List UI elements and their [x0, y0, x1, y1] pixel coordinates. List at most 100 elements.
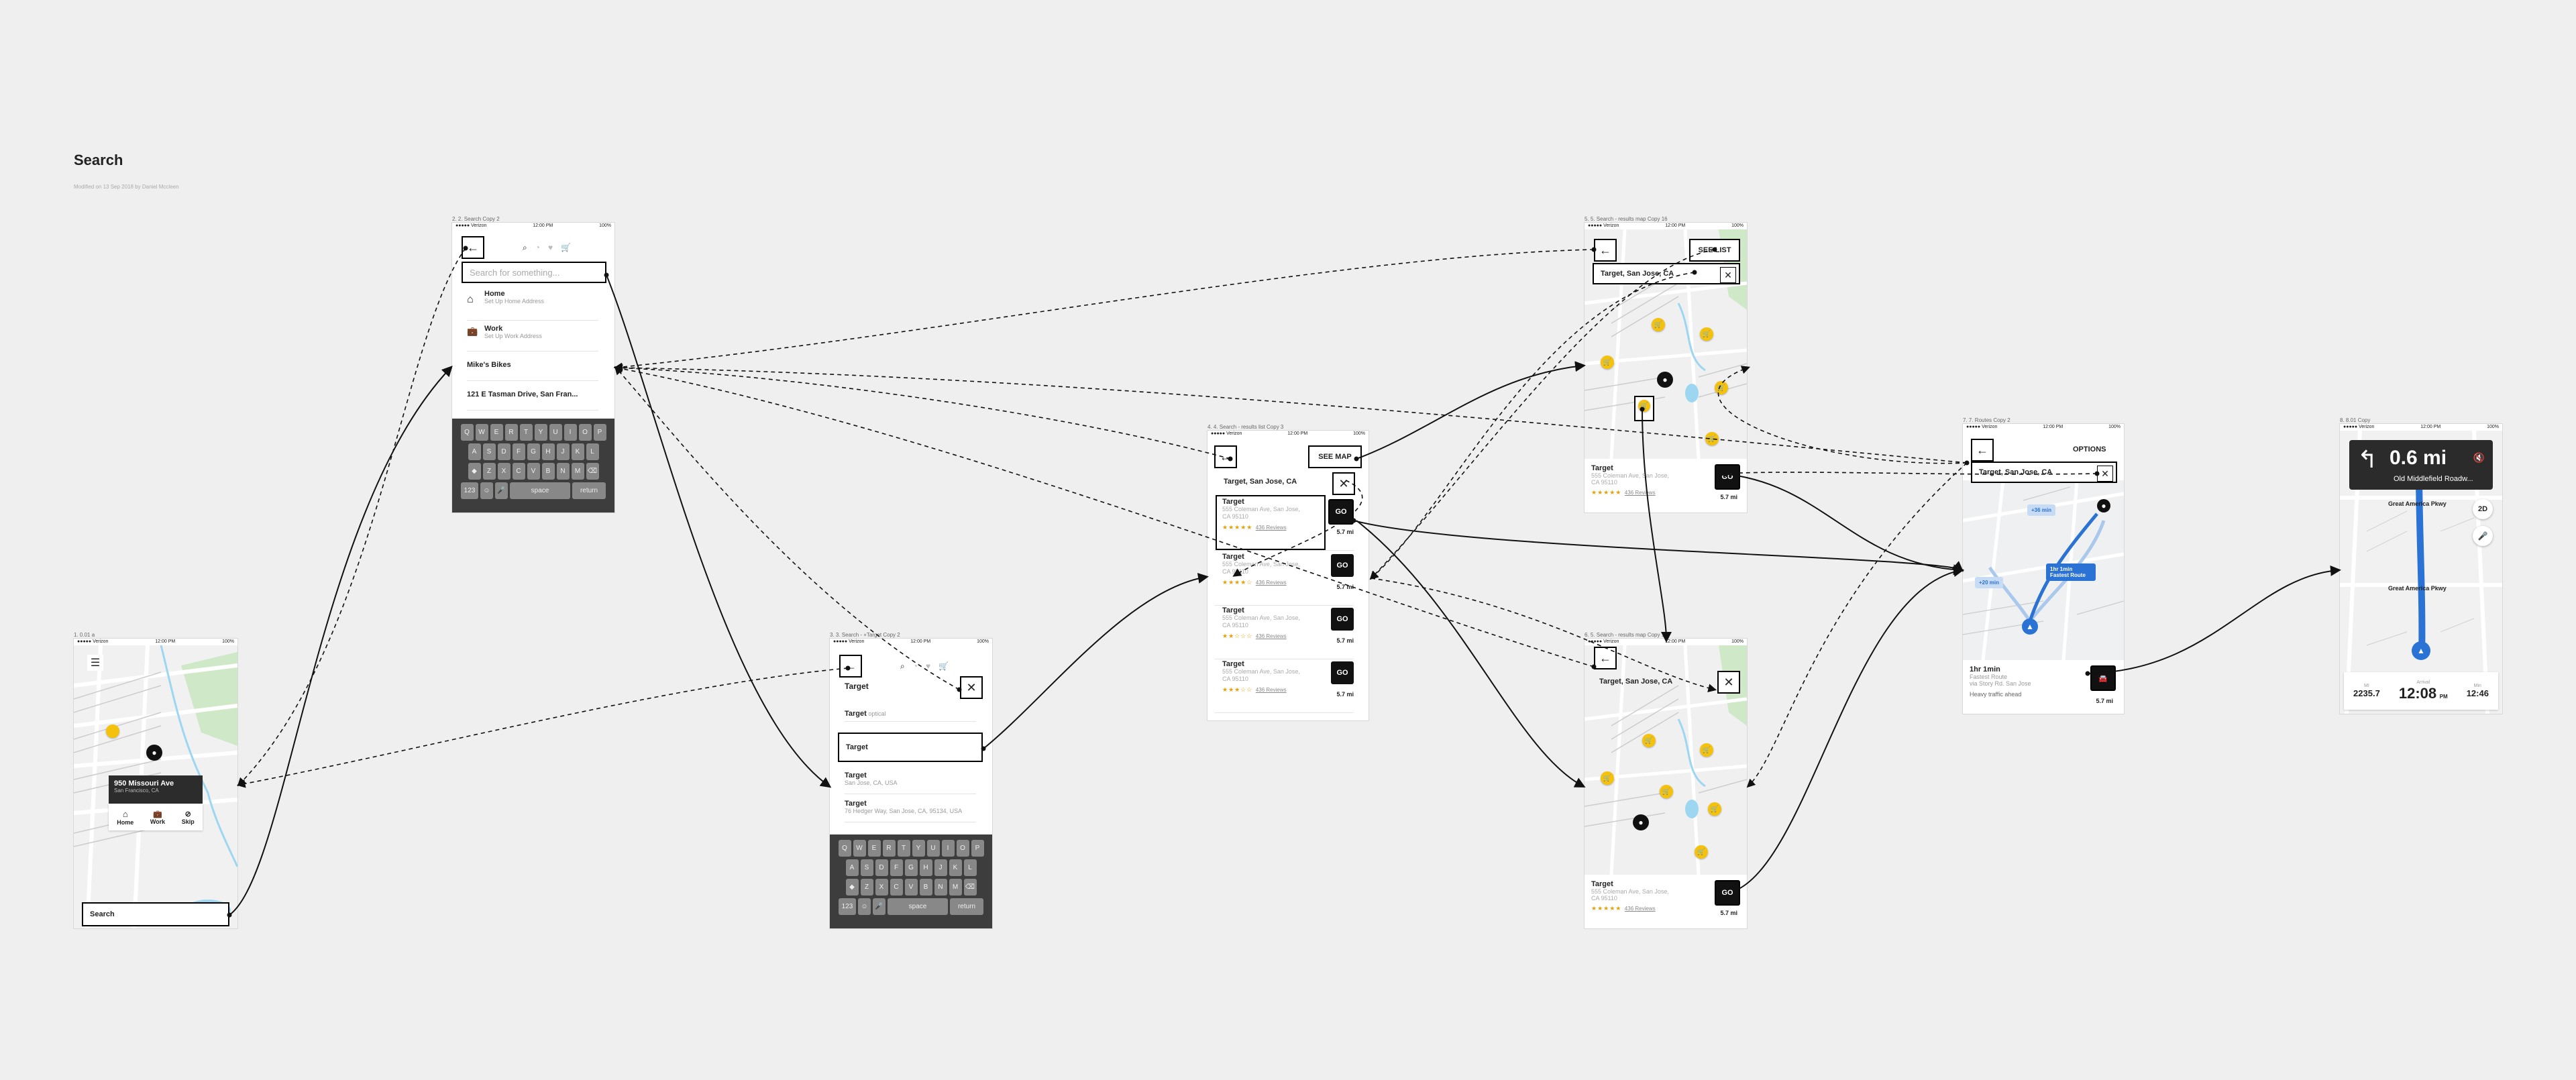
go-button[interactable]: GO	[1331, 554, 1354, 577]
location-pin[interactable]	[106, 724, 119, 738]
rating-stars: ★★★★★	[1591, 905, 1622, 912]
destination-pin: ●	[2097, 499, 2110, 512]
go-button[interactable]: GO	[1328, 499, 1354, 525]
frame-label: 1. 0.01 a	[74, 632, 95, 638]
road-label: Great America Pkwy	[2388, 500, 2447, 507]
mute-icon[interactable]: 🔇	[2473, 452, 2485, 463]
skip-action[interactable]: ⊘Skip	[181, 810, 195, 825]
search-input[interactable]: Target	[845, 682, 869, 691]
turn-banner: ↰ 0.6 mi Old Middlefield Roadw... 🔇	[2349, 440, 2493, 490]
recent-icon[interactable]: ◔	[535, 243, 540, 252]
rating-stars: ★★★☆☆	[1222, 686, 1253, 693]
search-query[interactable]: Target, San Jose, CA	[1599, 678, 1673, 686]
suggestion-item[interactable]: Target optical	[845, 702, 976, 722]
list-item-recent[interactable]: 121 E Tasman Drive, San Fran...	[467, 381, 598, 411]
car-icon[interactable]: 🚘	[2090, 665, 2116, 691]
back-button[interactable]: ←	[1971, 439, 1994, 462]
heart-icon[interactable]: ♥	[925, 661, 931, 671]
store-pin[interactable]: 🛒	[1601, 771, 1614, 785]
mic-icon[interactable]: 🎤	[2473, 526, 2493, 546]
options-button[interactable]: OPTIONS	[2073, 445, 2106, 453]
route-bubble[interactable]: +36 min	[2027, 504, 2056, 516]
briefcase-icon: 💼	[467, 326, 478, 336]
store-pin[interactable]: 🛒	[1715, 381, 1728, 394]
route-bubble[interactable]: +20 min	[1975, 577, 2004, 588]
search-query[interactable]: Target, San Jose, CA	[1224, 478, 1297, 486]
toolbar-icons: ⌕ ◔ ♥ 🛒	[900, 661, 949, 671]
page-subtitle: Modified on 13 Sep 2018 by Daniel Mcclee…	[74, 184, 179, 190]
cart-icon[interactable]: 🛒	[938, 661, 949, 671]
store-pin[interactable]: 🛒	[1700, 327, 1713, 341]
frame-label: 7. 7. Routes Copy 2	[1963, 417, 2010, 423]
go-button[interactable]: GO	[1715, 464, 1740, 490]
see-list-button[interactable]: SEE LIST	[1689, 239, 1740, 262]
clear-icon[interactable]: ✕	[1720, 267, 1736, 283]
clear-icon[interactable]: ✕	[2097, 466, 2113, 482]
store-pin[interactable]: 🛒	[1660, 785, 1673, 798]
store-pin[interactable]: 🛒	[1705, 432, 1719, 445]
back-button[interactable]: ←	[839, 655, 862, 678]
destination-field[interactable]: Target, San Jose, CA✕	[1971, 462, 2117, 483]
go-button[interactable]: GO	[1715, 880, 1740, 906]
search-icon[interactable]: ⌕	[900, 661, 905, 671]
home-action[interactable]: ⌂Home	[117, 808, 134, 826]
suggestion-item-selected[interactable]: Target	[838, 733, 983, 762]
clear-button[interactable]: ✕	[1717, 671, 1740, 694]
recent-icon[interactable]: ◔	[912, 661, 918, 671]
search-query[interactable]: Target, San Jose, CA✕	[1593, 263, 1740, 284]
store-pin[interactable]: 🛒	[1708, 802, 1721, 816]
current-location-icon: ▲	[2022, 618, 2038, 635]
store-pin[interactable]: 🛒	[1642, 734, 1656, 747]
go-button[interactable]: GO	[1331, 608, 1354, 631]
back-button[interactable]: ←	[462, 236, 484, 259]
work-action[interactable]: 💼Work	[150, 810, 166, 825]
store-pin[interactable]: 🛒	[1695, 845, 1708, 859]
back-button[interactable]: ←	[1594, 647, 1617, 669]
rating-stars: ★★★★★	[1222, 524, 1253, 531]
store-pin[interactable]: 🛒	[1700, 743, 1713, 757]
user-location-icon: ●	[1633, 814, 1649, 830]
search-icon[interactable]: ⌕	[523, 243, 527, 252]
search-input[interactable]: Search for something...	[462, 262, 606, 283]
briefcase-icon: 💼	[153, 810, 162, 818]
see-map-button[interactable]: SEE MAP	[1308, 445, 1362, 468]
list-item-recent[interactable]: Mike's Bikes	[467, 352, 598, 381]
frame-label: 2. 2. Search Copy 2	[452, 216, 500, 222]
menu-icon[interactable]: ☰	[87, 655, 103, 671]
selected-store-pin[interactable]: 🛒	[1634, 396, 1654, 421]
tooltip-title: 950 Missouri Ave	[114, 779, 174, 788]
view-mode-button[interactable]: 2D	[2473, 499, 2493, 519]
back-button[interactable]: ←	[1594, 239, 1617, 262]
cart-icon[interactable]: 🛒	[561, 243, 572, 252]
store-pin[interactable]: 🛒	[1601, 356, 1614, 369]
back-button[interactable]: ←	[1214, 445, 1237, 468]
result-card[interactable]: Target 555 Coleman Ave, San Jose, CA 951…	[1585, 875, 1747, 928]
result-card[interactable]: Target 555 Coleman Ave, San Jose, CA 951…	[1585, 459, 1747, 512]
go-button[interactable]: GO	[1331, 661, 1354, 684]
rating-stars: ★★★★☆	[1222, 579, 1253, 586]
clear-button[interactable]: ✕	[960, 676, 983, 699]
search-field[interactable]: Search	[82, 902, 229, 926]
turn-street: Old Middlefield Roadw...	[2394, 475, 2473, 483]
route-card[interactable]: 1hr 1min Fastest Route via Story Rd. San…	[1963, 660, 2124, 714]
clear-button[interactable]: ✕	[1332, 472, 1355, 495]
heart-icon[interactable]: ♥	[547, 243, 553, 252]
frame-label: 6. 5. Search - results map Copy 17	[1585, 632, 1668, 638]
store-pin[interactable]: 🛒	[1652, 318, 1665, 331]
